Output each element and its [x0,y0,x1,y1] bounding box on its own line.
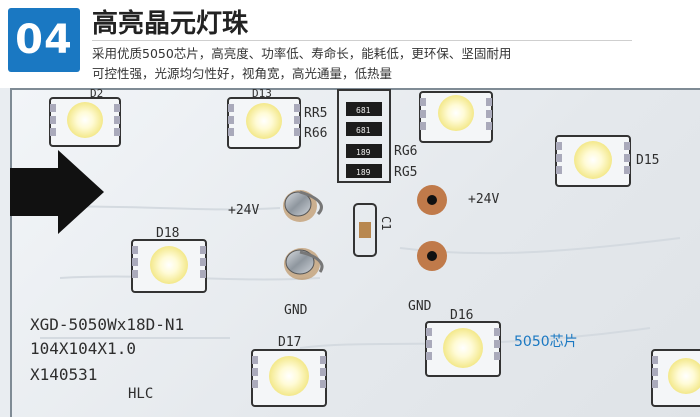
description-line-1: 采用优质5050芯片，高亮度、功率低、寿命长，能耗低，更环保、坚固耐用 [92,46,512,61]
led-d17 [251,349,327,407]
led-bottom-right [651,349,700,407]
led-label-d18: D18 [156,226,179,241]
capacitor-c1 [353,203,377,257]
description-line-2: 可控性强，光源均匀性好，视角宽，高光通量，低热量 [92,66,393,81]
resistor-label-rg5: RG5 [394,165,417,180]
silkscreen-date-code: X140531 [30,365,97,384]
copper-pad-gnd-right [417,241,447,271]
resistor-code-2: 681 [356,126,371,135]
pad-label-gnd-left: GND [284,303,308,318]
pad-label-plus24v-left: +24V [228,203,259,218]
resistor-label-rg6: RG6 [394,144,417,159]
led-d16 [425,321,501,377]
resistor-label-rr5: RR5 [304,106,327,121]
solder-pad-plus-left [283,190,323,222]
silkscreen-dimensions: 104X104X1.0 [30,339,136,358]
section-header: 04 高亮晶元灯珠 采用优质5050芯片，高亮度、功率低、寿命长，能耗低，更环保… [0,0,700,88]
section-description: 采用优质5050芯片，高亮度、功率低、寿命长，能耗低，更环保、坚固耐用 可控性强… [92,44,692,84]
copper-pad-plus-right [417,185,447,215]
led-d2 [49,97,121,147]
led-label-d13: D13 [252,88,272,100]
led-d13 [227,97,301,149]
pcb-illustration: D2 D13 681 681 189 189 RR5 R66 RG6 RG5 [10,88,700,407]
led-label-d15: D15 [636,153,659,168]
title-divider [92,40,632,41]
led-board-photo: D2 D13 681 681 189 189 RR5 R66 RG6 RG5 [0,88,700,417]
led-label-d17: D17 [278,335,301,350]
led-top-right [419,91,493,143]
led-d15 [555,135,631,187]
resistor-code-3: 189 [356,148,371,157]
resistor-array [337,89,391,183]
chip-callout-label: 5050芯片 [514,334,578,350]
silkscreen-maker: HLC [128,386,153,402]
led-d18 [131,239,207,293]
pad-label-gnd-right: GND [408,299,432,314]
resistor-label-r66: R66 [304,126,327,141]
led-label-d16: D16 [450,308,473,323]
section-number: 04 [15,17,73,63]
solder-pad-gnd-left [284,248,324,280]
silkscreen-model: XGD-5050Wx18D-N1 [30,315,184,334]
pad-label-plus24v-right: +24V [468,192,499,207]
resistor-code-1: 681 [356,106,371,115]
led-label-d2: D2 [90,88,103,100]
capacitor-label-c1: C1 [379,216,393,230]
direction-arrow-icon [10,150,104,234]
section-title: 高亮晶元灯珠 [92,9,249,39]
resistor-code-4: 189 [356,168,371,177]
section-number-badge: 04 [8,8,80,72]
